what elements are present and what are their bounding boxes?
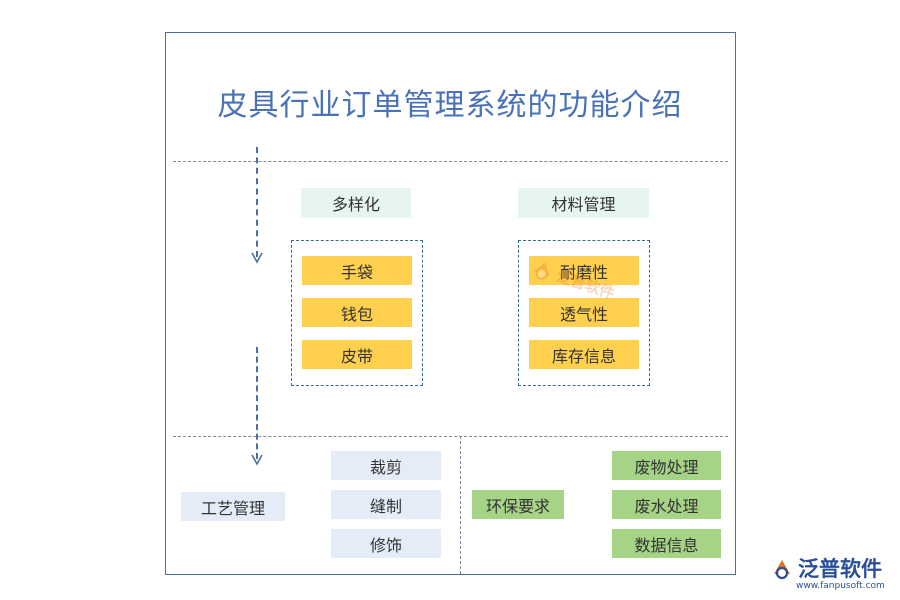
diagram-frame	[165, 32, 736, 575]
flow-arrow-top-head-icon	[251, 252, 263, 264]
diagram-title: 皮具行业订单管理系统的功能介绍	[217, 88, 683, 123]
materials-item-durability: 耐磨性	[529, 256, 639, 285]
watermark: 泛普软件	[526, 248, 633, 317]
brand-logo: 泛普软件 www.fanpusoft.com	[770, 553, 895, 593]
watermark-logo-icon	[534, 262, 550, 280]
flow-arrow-top-line	[256, 147, 258, 257]
diversity-label: 多样化	[301, 188, 411, 218]
diversity-group	[291, 240, 423, 386]
bottom-vertical-separator	[460, 436, 461, 574]
flow-arrow-bottom-line	[256, 347, 258, 459]
flow-arrow-bottom-head-icon	[251, 454, 263, 466]
materials-label: 材料管理	[518, 188, 649, 218]
top-separator	[173, 161, 728, 162]
materials-group	[518, 240, 650, 386]
eco-item-wastewater: 废水处理	[612, 490, 721, 519]
craft-label: 工艺管理	[181, 492, 285, 521]
craft-item-cutting: 裁剪	[331, 451, 441, 480]
watermark-text: 泛普软件	[554, 266, 617, 303]
materials-item-breathability: 透气性	[529, 298, 639, 327]
brand-logo-name: 泛普软件	[798, 557, 882, 581]
craft-item-sewing: 缝制	[331, 490, 441, 519]
eco-item-data: 数据信息	[612, 529, 721, 558]
diversity-item-wallet: 钱包	[302, 298, 412, 327]
brand-logo-url: www.fanpusoft.com	[796, 581, 885, 591]
brand-logo-icon	[774, 560, 790, 580]
craft-item-finishing: 修饰	[331, 529, 441, 558]
eco-label: 环保要求	[472, 490, 564, 519]
eco-item-waste: 废物处理	[612, 451, 721, 480]
materials-item-inventory: 库存信息	[529, 340, 639, 369]
brand-logo-row: 泛普软件	[770, 553, 895, 583]
diversity-item-handbag: 手袋	[302, 256, 412, 285]
bottom-separator	[173, 436, 728, 437]
diversity-item-belt: 皮带	[302, 340, 412, 369]
